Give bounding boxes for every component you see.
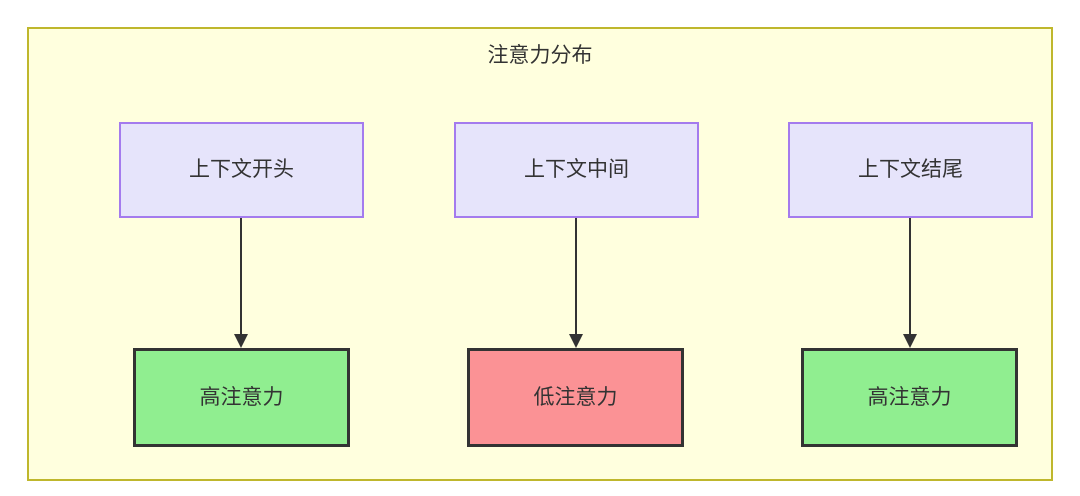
edge-context-start-to-attention [234,218,248,349]
edge-line [240,218,242,336]
subgraph-title: 注意力分布 [487,44,593,67]
node-attention-start-label: 高注意力 [199,385,284,409]
edge-context-end-to-attention [903,218,917,349]
node-context-middle-label: 上下文中间 [524,158,629,182]
arrow-down-icon [903,334,917,348]
node-context-end-label: 上下文结尾 [858,158,963,182]
edge-line [575,218,577,336]
edge-line [909,218,911,336]
node-attention-middle[interactable]: 低注意力 [467,348,684,447]
subgraph-container: 注意力分布 上下文开头 高注意力 上下文中间 低注意力 上下文结尾 [27,27,1053,481]
node-context-start-label: 上下文开头 [189,158,294,182]
node-attention-middle-label: 低注意力 [533,385,618,409]
node-context-end[interactable]: 上下文结尾 [788,122,1033,218]
arrow-down-icon [569,334,583,348]
arrow-down-icon [234,334,248,348]
node-context-middle[interactable]: 上下文中间 [454,122,699,218]
node-attention-start[interactable]: 高注意力 [133,348,350,447]
node-attention-end[interactable]: 高注意力 [801,348,1018,447]
edge-context-middle-to-attention [569,218,583,349]
node-context-start[interactable]: 上下文开头 [119,122,364,218]
node-attention-end-label: 高注意力 [867,385,952,409]
